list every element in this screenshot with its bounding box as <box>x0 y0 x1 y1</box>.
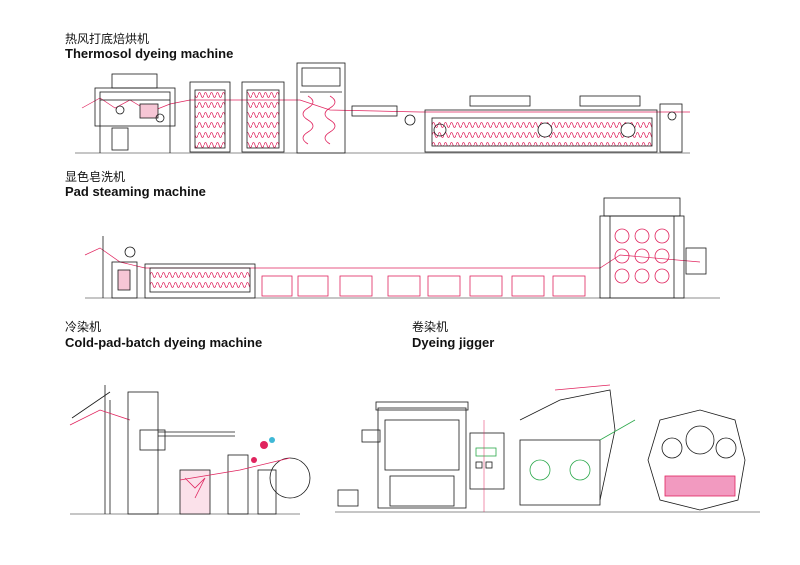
pad-steaming-machine-drawing <box>84 197 720 299</box>
pad-steaming-title-cn: 显色皂洗机 <box>65 170 126 184</box>
thermosol-title-cn: 热风打底焙烘机 <box>65 32 150 46</box>
cold-pad-batch-title-cn: 冷染机 <box>65 320 102 334</box>
cold-pad-batch-title-en: Cold-pad-batch dyeing machine <box>65 335 263 350</box>
dyeing-jigger-drawing <box>335 384 760 513</box>
thermosol-title-en: Thermosol dyeing machine <box>65 46 234 61</box>
pad-steaming-title-en: Pad steaming machine <box>65 184 206 199</box>
dyeing-jigger-title-en: Dyeing jigger <box>412 335 495 350</box>
cold-pad-batch-machine-drawing <box>69 385 311 515</box>
thermosol-machine-drawing <box>75 62 690 154</box>
dyeing-jigger-title-cn: 卷染机 <box>412 320 449 334</box>
